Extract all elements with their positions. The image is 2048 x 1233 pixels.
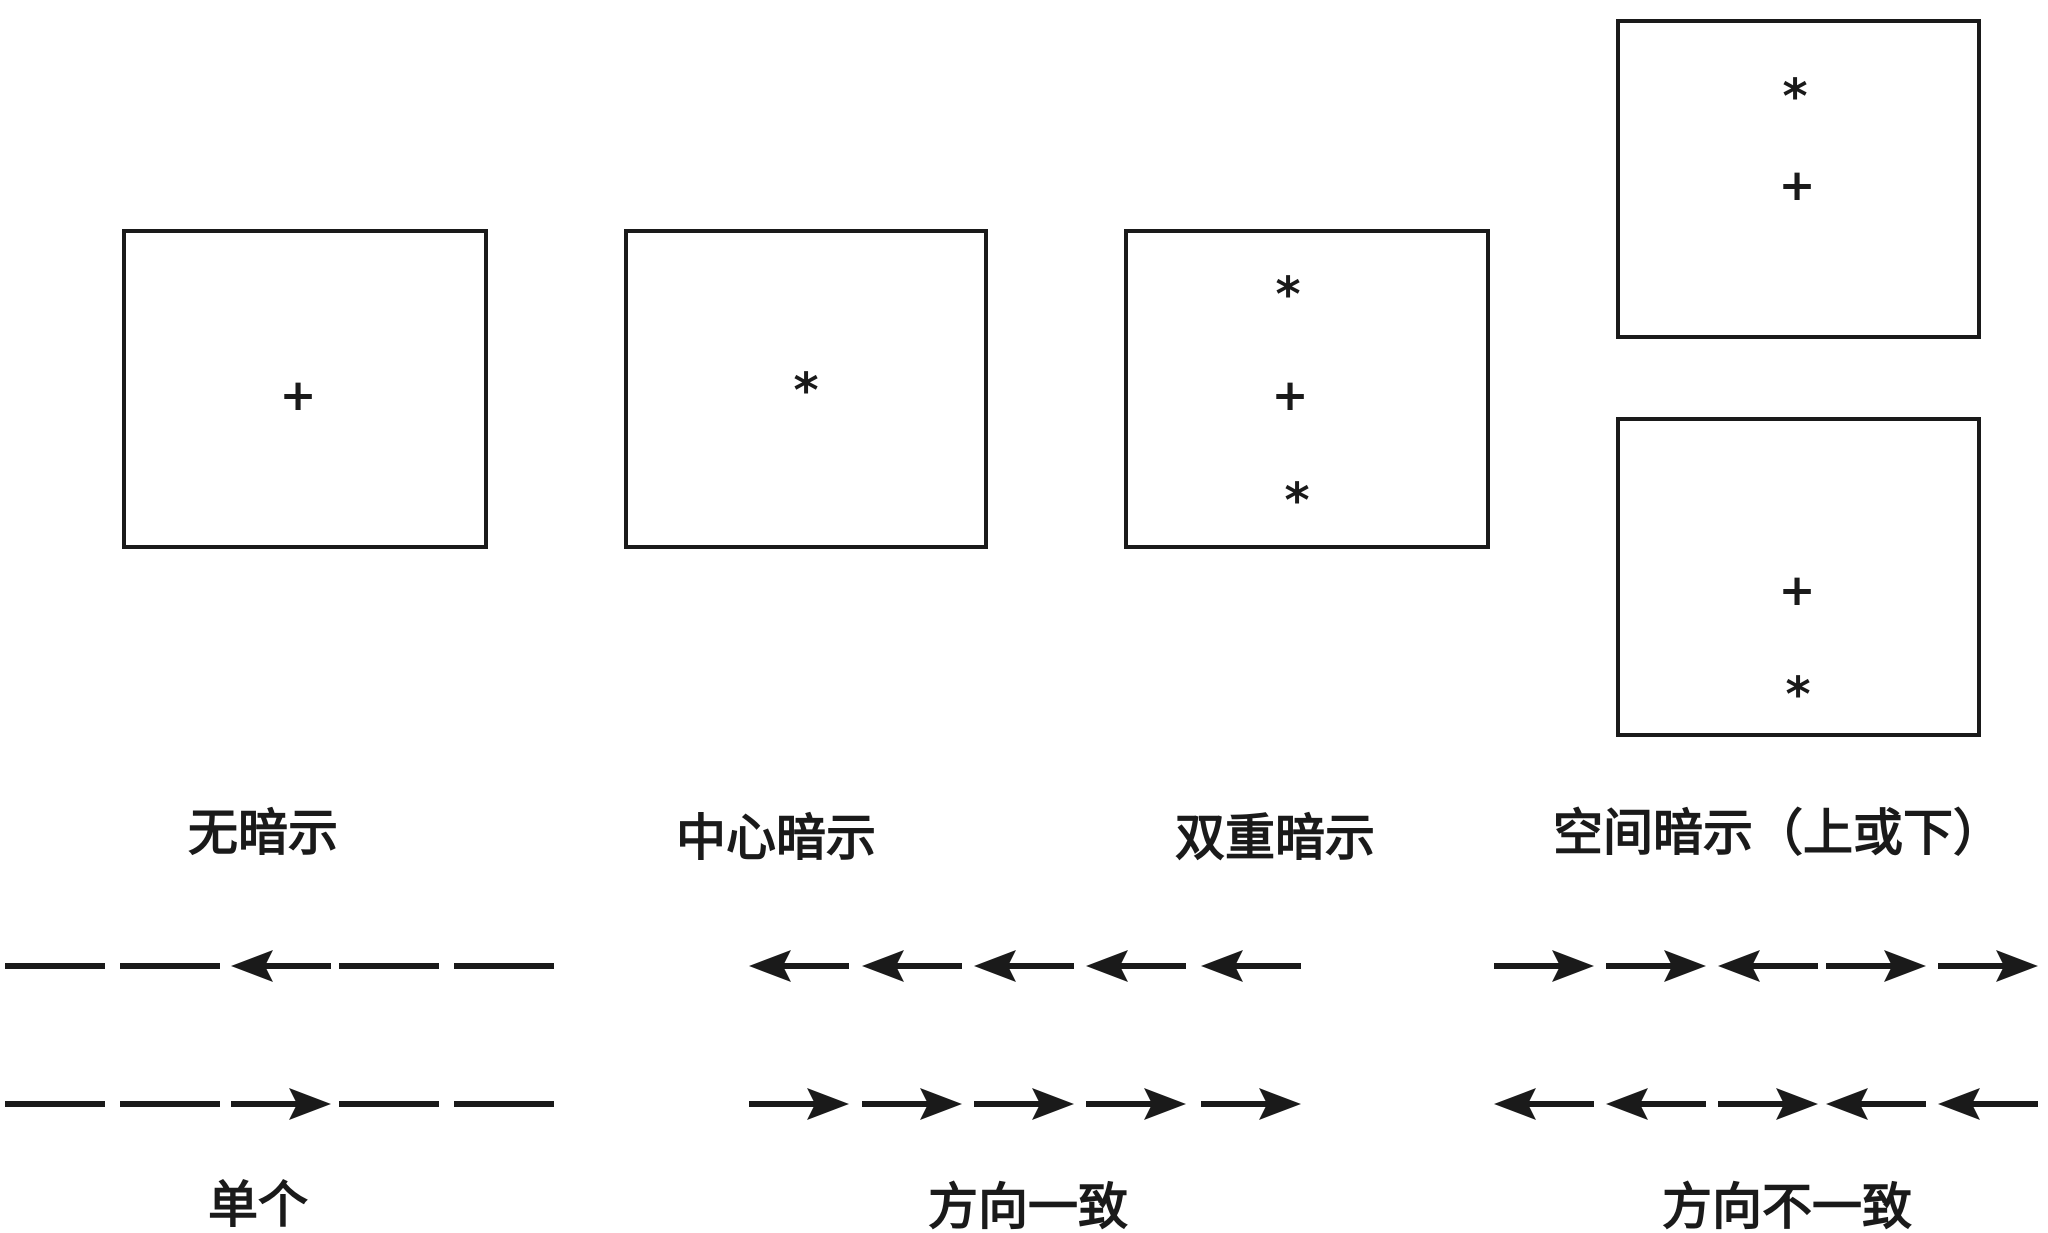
arrow-left-icon <box>749 950 849 982</box>
arrow-left-icon <box>862 950 962 982</box>
fixation-cross: + <box>1779 160 1816 211</box>
fixation-cross: + <box>1779 565 1816 616</box>
cue-asterisk: * <box>1782 69 1807 125</box>
cue-asterisk-top: * <box>1275 267 1300 323</box>
cue-label-none: 无暗示 <box>188 803 338 862</box>
arrow-right-icon <box>1086 1088 1186 1120</box>
cue-box-double <box>1124 229 1490 549</box>
arrow-left-icon <box>1938 1088 2038 1120</box>
arrow-left-icon <box>1201 950 1301 982</box>
arrow-right-icon <box>1494 950 1594 982</box>
cue-box-center <box>624 229 988 549</box>
arrow-right-icon <box>974 1088 1074 1120</box>
cue-box-none <box>122 229 488 549</box>
arrow-left-icon <box>974 950 1074 982</box>
cue-asterisk: * <box>793 363 818 419</box>
arrow-right-icon <box>749 1088 849 1120</box>
cue-label-double: 双重暗示 <box>1175 808 1375 867</box>
cue-asterisk-bottom: * <box>1284 473 1309 529</box>
cue-box-spatial-top <box>1616 19 1981 339</box>
arrow-right-icon <box>1826 950 1926 982</box>
arrow-left-icon <box>1086 950 1186 982</box>
cue-label-center: 中心暗示 <box>676 808 876 867</box>
arrow-right-icon <box>862 1088 962 1120</box>
flanker-label-neutral: 单个 <box>208 1175 308 1233</box>
fixation-cross: + <box>1272 370 1309 421</box>
arrow-left-icon <box>1718 950 1818 982</box>
arrow-right-icon <box>1606 950 1706 982</box>
cue-label-spatial: 空间暗示（上或下） <box>1553 803 2003 862</box>
arrow-right-icon <box>1201 1088 1301 1120</box>
cue-asterisk: * <box>1785 667 1810 723</box>
fixation-cross: + <box>280 370 317 421</box>
arrow-right-icon <box>1718 1088 1818 1120</box>
arrow-left-icon <box>1826 1088 1926 1120</box>
flanker-label-incongruent: 方向不一致 <box>1662 1177 1912 1233</box>
arrow-left-icon <box>1494 1088 1594 1120</box>
arrow-left-icon <box>1606 1088 1706 1120</box>
cue-box-spatial-bottom <box>1616 417 1981 737</box>
arrow-right-icon <box>231 1088 331 1120</box>
flanker-stimuli <box>5 950 2038 1120</box>
arrow-left-icon <box>231 950 331 982</box>
arrow-right-icon <box>1938 950 2038 982</box>
flanker-label-congruent: 方向一致 <box>928 1177 1128 1233</box>
